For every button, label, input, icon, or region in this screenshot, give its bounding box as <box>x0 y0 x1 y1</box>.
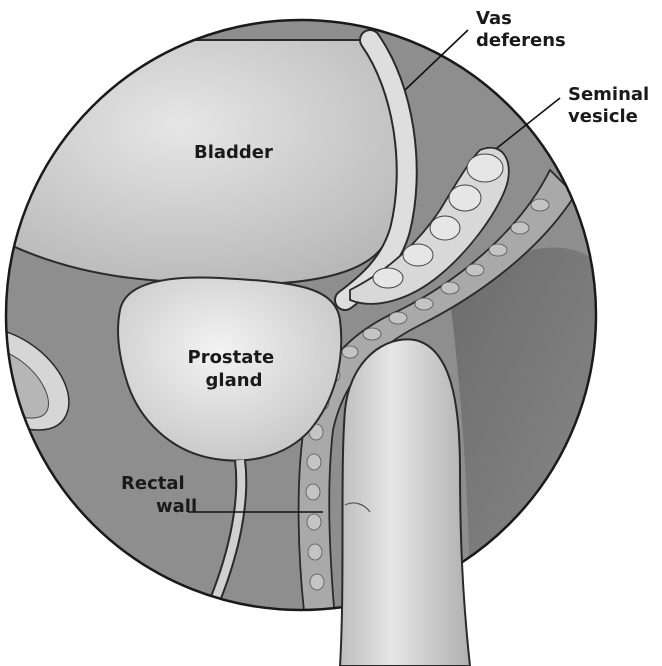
seminal-vesicle-label: Seminal vesicle <box>568 84 656 127</box>
vas-deferens-label: Vas deferens <box>476 8 566 51</box>
bladder-label: Bladder <box>194 142 273 163</box>
pelvic-cavity <box>450 248 620 621</box>
finger-shape <box>340 339 470 666</box>
